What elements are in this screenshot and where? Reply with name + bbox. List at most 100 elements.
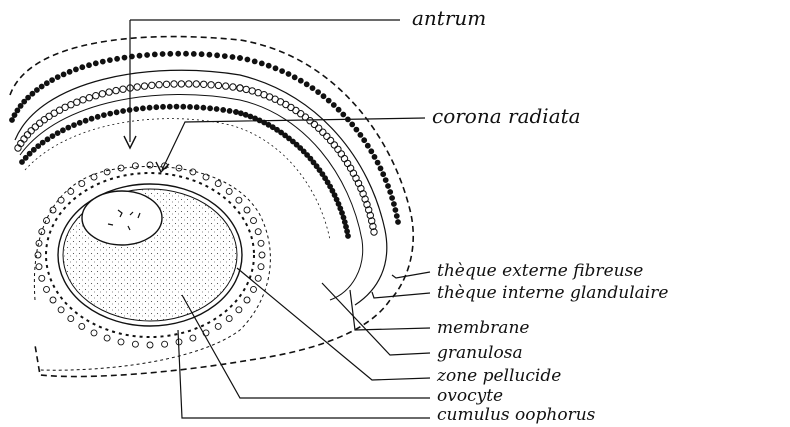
cell-dot (230, 84, 236, 90)
cell-dot (344, 160, 350, 166)
cell-dot (28, 128, 34, 134)
cumulus-cell (44, 286, 50, 292)
cell-dot (61, 128, 66, 133)
cell-dot (201, 81, 207, 87)
cell-dot (18, 104, 23, 109)
cell-dot (36, 144, 41, 149)
cell-dot (108, 111, 113, 116)
label-zone-pellucide: zone pellucide (436, 366, 561, 386)
cell-dot (61, 72, 66, 77)
cell-dot (181, 104, 186, 109)
cell-dot (238, 56, 243, 61)
cell-dot (338, 151, 344, 157)
cell-dot (243, 112, 248, 117)
cell-dot (249, 88, 255, 94)
cumulus-cell (244, 297, 250, 303)
cell-dot (191, 52, 196, 57)
cell-dot (372, 155, 377, 160)
cell-dot (102, 113, 107, 118)
cell-dot (298, 78, 303, 83)
cell-dot (273, 66, 278, 71)
cumulus-cell (226, 316, 232, 322)
cell-dot (245, 57, 250, 62)
cell-dot (392, 202, 397, 207)
cell-dot (320, 129, 326, 135)
cell-dot (194, 105, 199, 110)
cell-dot (80, 65, 85, 70)
label-ovocyte: ovocyte (437, 386, 503, 406)
cell-dot (237, 85, 243, 91)
cell-dot (95, 114, 100, 119)
cell-dot (365, 143, 370, 148)
cell-dot (10, 118, 15, 123)
cell-dot (66, 125, 71, 130)
cumulus-cell (132, 163, 138, 169)
cell-dot (394, 214, 399, 219)
cell-dot (186, 81, 192, 87)
cell-dot (221, 108, 226, 113)
cell-dot (67, 69, 72, 74)
cell-dot (346, 234, 351, 239)
cell-dot (55, 131, 60, 136)
cell-dot (74, 99, 80, 105)
cell-dot (93, 61, 98, 66)
cell-dot (331, 103, 336, 108)
cell-dot (174, 104, 179, 109)
cell-dot (335, 146, 341, 152)
cell-dot (108, 58, 113, 63)
cell-dot (316, 125, 322, 131)
cell-dot (345, 229, 350, 234)
cell-dot (77, 120, 82, 125)
cell-dot (340, 211, 345, 216)
cell-dot (40, 140, 45, 145)
label-theque-interne: thèque interne glandulaire (437, 283, 668, 303)
cell-dot (167, 104, 172, 109)
cell-dot (86, 95, 92, 101)
cell-dot (321, 94, 326, 99)
cell-dot (160, 52, 165, 57)
cell-dot (99, 91, 105, 97)
cell-dot (234, 110, 239, 115)
cumulus-cell (251, 218, 257, 224)
cell-dot (386, 184, 391, 189)
cell-dot (168, 51, 173, 56)
cell-dot (30, 91, 35, 96)
cell-dot (134, 107, 139, 112)
cell-dot (188, 105, 193, 110)
cell-dot (74, 67, 79, 72)
cell-dot (141, 106, 146, 111)
cell-dot (378, 166, 383, 171)
cumulus-cell (147, 162, 153, 168)
cell-dot (259, 61, 264, 66)
cell-dot (383, 178, 388, 183)
cell-dot (120, 86, 126, 92)
cell-dot (26, 95, 31, 100)
cell-dot (292, 75, 297, 80)
cell-dot (336, 107, 341, 112)
cell-dot (396, 220, 401, 225)
cell-dot (156, 82, 162, 88)
cell-dot (227, 109, 232, 114)
cell-dot (358, 133, 363, 138)
cumulus-cell (226, 188, 232, 194)
cumulus-cell (91, 330, 97, 336)
cell-dot (208, 106, 213, 111)
cell-dot (215, 53, 220, 58)
cumulus-cell (236, 307, 242, 313)
cell-dot (304, 82, 309, 87)
cell-dot (201, 105, 206, 110)
cell-dot (171, 81, 177, 87)
cell-dot (113, 87, 119, 93)
cell-dot (393, 208, 398, 213)
cumulus-cell (215, 323, 221, 329)
cell-dot (32, 124, 38, 130)
cell-dot (89, 116, 94, 121)
cell-dot (207, 52, 212, 57)
cumulus-cell (215, 181, 221, 187)
cumulus-cell (258, 240, 264, 246)
cell-dot (381, 172, 386, 177)
cell-dot (230, 55, 235, 60)
cell-dot (15, 108, 20, 113)
cell-dot (208, 82, 214, 88)
cell-dot (39, 84, 44, 89)
